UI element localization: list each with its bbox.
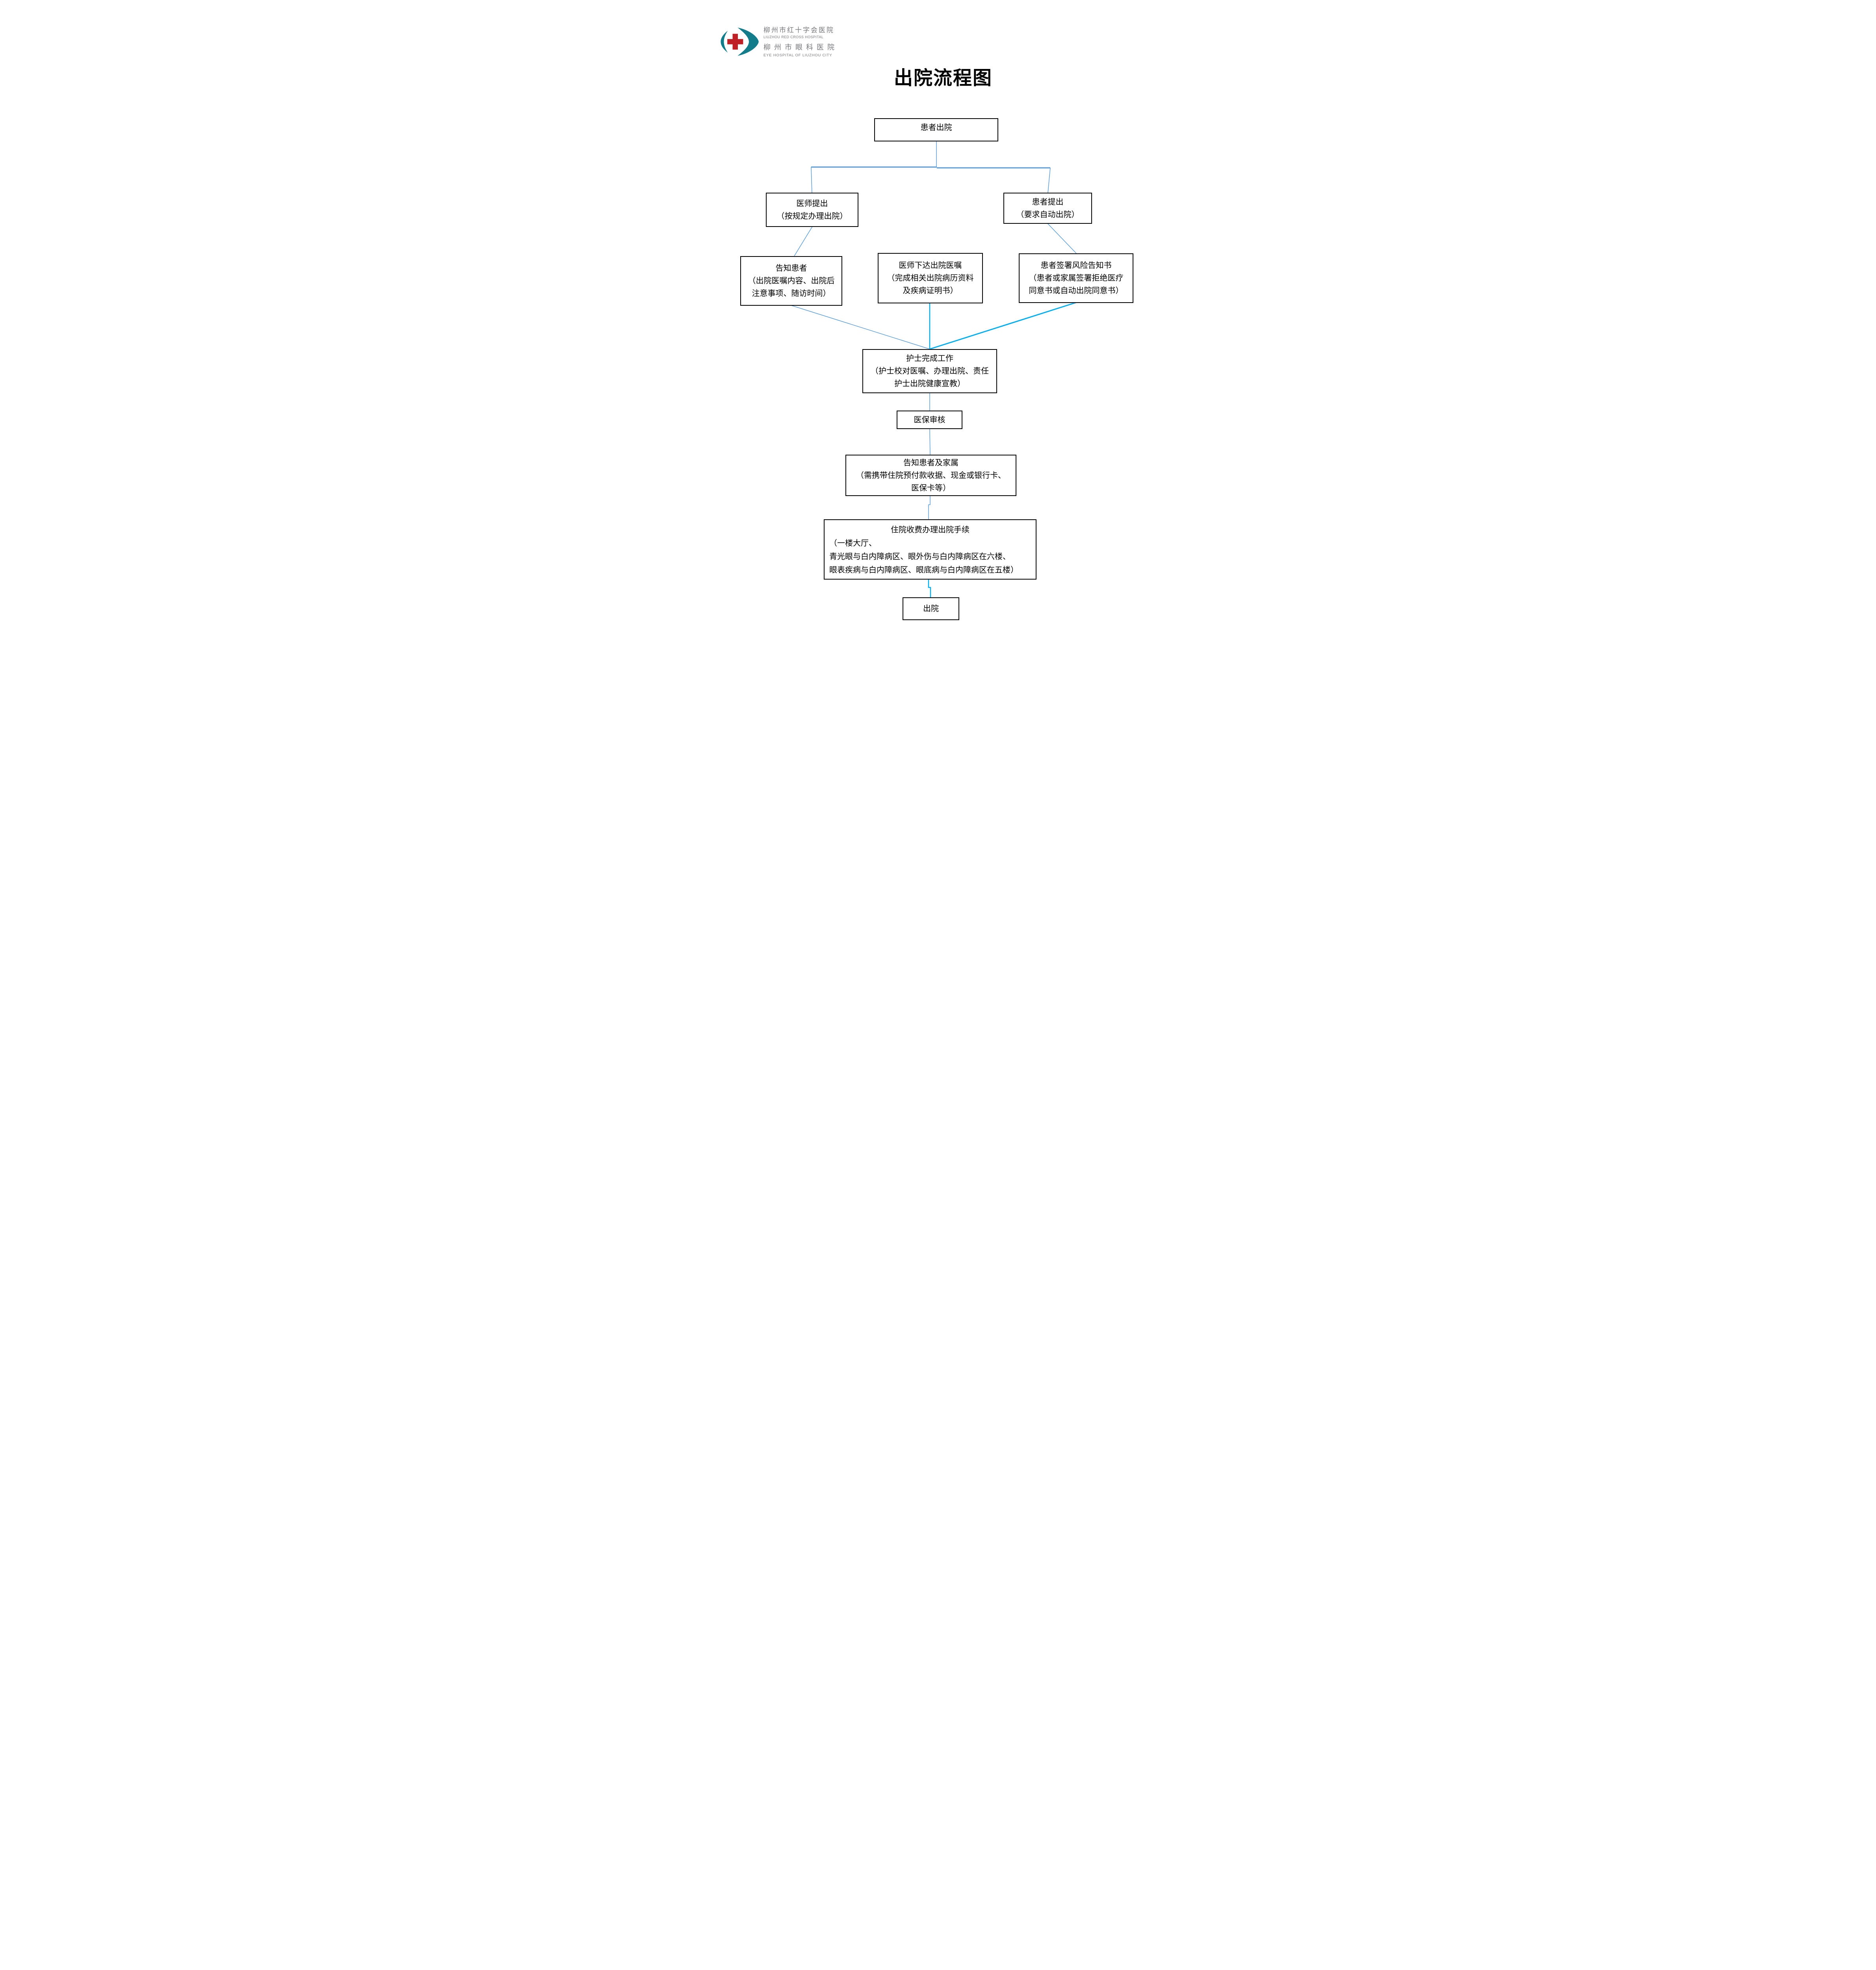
eye-cross-logo-icon — [721, 28, 759, 56]
hospital-name-cn: 柳州市红十字会医院 — [763, 26, 834, 34]
node-sublabel: （护士校对医嘱、办理出院、责任 — [871, 367, 989, 375]
connector-branch-to-doctor-proposes — [811, 167, 812, 193]
node-label: 住院收费办理出院手续 — [891, 526, 970, 534]
hospital-name-en: LIUZHOU RED CROSS HOSPITAL — [763, 35, 824, 39]
node-discharge: 出院 — [903, 597, 959, 620]
node-sublabel: 青光眼与白内障病区、眼外伤与白内障病区在六楼、 — [829, 552, 1010, 561]
node-sublabel: （完成相关出院病历资料 — [887, 274, 974, 282]
node-inform-patient: 告知患者 （出院医嘱内容、出院后 注意事项、随访时间） — [740, 256, 842, 306]
hospital-logo-text: 柳州市红十字会医院 LIUZHOU RED CROSS HOSPITAL 柳州市… — [763, 24, 838, 58]
node-sublabel: 护士出院健康宣教） — [894, 379, 965, 388]
node-doctor-proposes: 医师提出 （按规定办理出院） — [766, 193, 858, 227]
node-label: 患者出院 — [920, 123, 952, 132]
node-sublabel: 同意书或自动出院同意书） — [1029, 286, 1124, 295]
connector-billing-to-discharge — [928, 579, 931, 597]
node-billing: 住院收费办理出院手续 （一楼大厅、 青光眼与白内障病区、眼外伤与白内障病区在六楼… — [824, 519, 1036, 580]
node-doctor-orders: 医师下达出院医嘱 （完成相关出院病历资料 及疾病证明书） — [878, 253, 983, 303]
node-sublabel: （按规定办理出院） — [776, 212, 848, 221]
node-risk-notice: 患者签署风险告知书 （患者或家属签署拒绝医疗 同意书或自动出院同意书） — [1019, 253, 1133, 303]
node-label: 告知患者 — [775, 264, 807, 273]
discharge-flowchart-page: 柳州市红十字会医院 LIUZHOU RED CROSS HOSPITAL 柳州市… — [704, 0, 1172, 663]
node-inform-family: 告知患者及家属 （需携带住院预付款收据、现金或银行卡、 医保卡等） — [845, 455, 1016, 496]
node-label: 患者提出 — [1032, 197, 1064, 206]
node-sublabel: 及疾病证明书） — [903, 286, 958, 295]
connector-risk-notice-to-nurse-work — [929, 302, 1076, 350]
node-sublabel: （患者或家属签署拒绝医疗 — [1029, 274, 1124, 282]
node-patient-discharge: 患者出院 — [874, 118, 998, 141]
eye-hospital-name-cn: 柳州市眼科医院 — [763, 43, 838, 51]
node-label: 患者签署风险告知书 — [1040, 261, 1112, 270]
flow-connectors — [791, 141, 1077, 597]
node-label: 护士完成工作 — [906, 354, 953, 363]
node-sublabel: （需携带住院预付款收据、现金或银行卡、 — [856, 471, 1006, 480]
eye-hospital-name-en: EYE HOSPITAL OF LIUZHOU CITY — [763, 53, 832, 58]
node-patient-proposes: 患者提出 （要求自动出院） — [1003, 193, 1092, 224]
connector-inform-patient-to-nurse-work — [791, 305, 930, 349]
node-sublabel: （要求自动出院） — [1016, 210, 1079, 219]
node-sublabel: 注意事项、随访时间） — [752, 289, 831, 298]
node-sublabel: 医保卡等） — [911, 483, 951, 492]
node-sublabel: （一楼大厅、 — [829, 539, 877, 548]
connector-inform-family-to-billing — [928, 496, 931, 519]
node-sublabel: 眼表疾病与白内障病区、眼底病与白内障病区在五楼） — [829, 566, 1018, 574]
connector-branch-to-patient-proposes — [1048, 167, 1051, 193]
node-label: 医师提出 — [796, 199, 828, 208]
node-insurance-review: 医保审核 — [897, 411, 962, 429]
connector-doctor-proposes-to-inform-patient — [794, 226, 813, 256]
page-title: 出院流程图 — [893, 68, 992, 89]
node-label: 告知患者及家属 — [903, 458, 958, 467]
connector-patient-proposes-to-risk-notice — [1047, 223, 1077, 254]
node-label: 出院 — [923, 604, 939, 613]
node-label: 医师下达出院医嘱 — [899, 261, 962, 270]
hospital-logo: 柳州市红十字会医院 LIUZHOU RED CROSS HOSPITAL 柳州市… — [719, 24, 838, 58]
node-nurse-work: 护士完成工作 （护士校对医嘱、办理出院、责任 护士出院健康宣教） — [862, 349, 997, 393]
node-sublabel: （出院医嘱内容、出院后 — [748, 277, 835, 285]
node-label: 医保审核 — [914, 415, 945, 424]
